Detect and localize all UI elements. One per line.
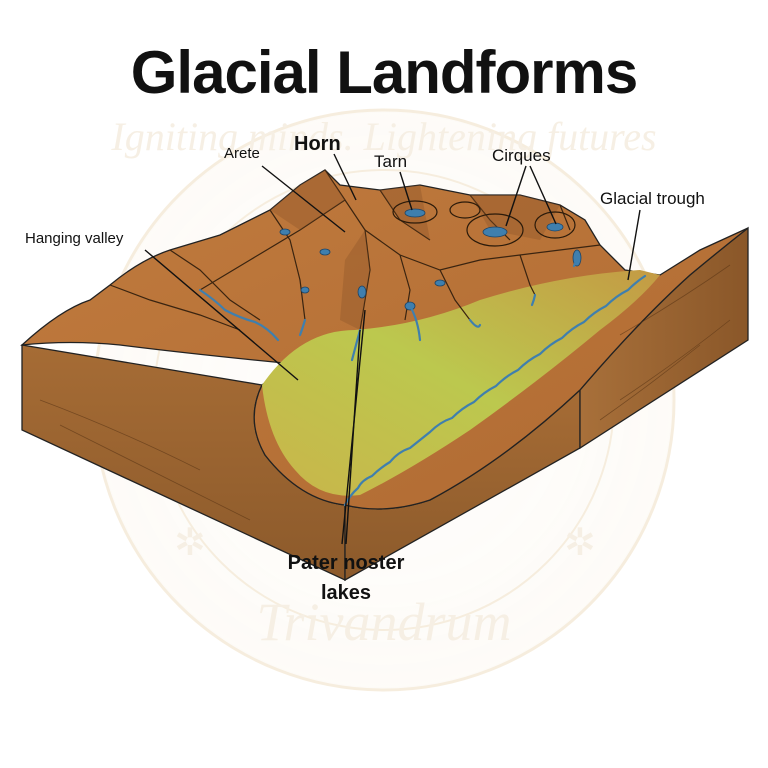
leader-hanging-valley — [144, 249, 299, 381]
label-arete: Arete — [224, 145, 260, 162]
side-texture — [39, 264, 731, 521]
watermark-top-text: Igniting minds. Lightening futures — [110, 114, 656, 159]
page-title: Glacial Landforms — [130, 39, 638, 106]
label-pater-noster-line1: Pater noster — [287, 552, 405, 574]
streams — [198, 256, 647, 507]
cirque-basins — [392, 200, 576, 247]
label-horn: Horn — [294, 133, 341, 155]
label-tarn: Tarn — [374, 152, 408, 171]
glacial-trough-floor — [262, 270, 660, 496]
label-glacial-trough: Glacial trough — [600, 189, 705, 208]
leader-arete — [261, 165, 346, 233]
leader-cirques-2 — [529, 165, 557, 225]
watermark-bottom-text: Trivandrum — [256, 592, 511, 652]
leader-glacial-trough — [627, 209, 641, 281]
label-pater-noster-lakes: Pater noster lakes — [236, 548, 456, 608]
label-pater-noster-line2: lakes — [320, 582, 372, 604]
leader-cirques-1 — [505, 165, 527, 227]
leader-pater-noster-2 — [345, 329, 361, 545]
watermark-star-left: ✲ — [174, 522, 206, 564]
leader-lines — [144, 153, 641, 545]
tarn-lakes — [279, 208, 582, 311]
label-cirques: Cirques — [492, 146, 551, 165]
leader-tarn — [399, 171, 413, 211]
leader-horn — [333, 153, 357, 201]
watermark-star-right: ✲ — [564, 522, 596, 564]
label-hanging-valley: Hanging valley — [25, 230, 124, 247]
